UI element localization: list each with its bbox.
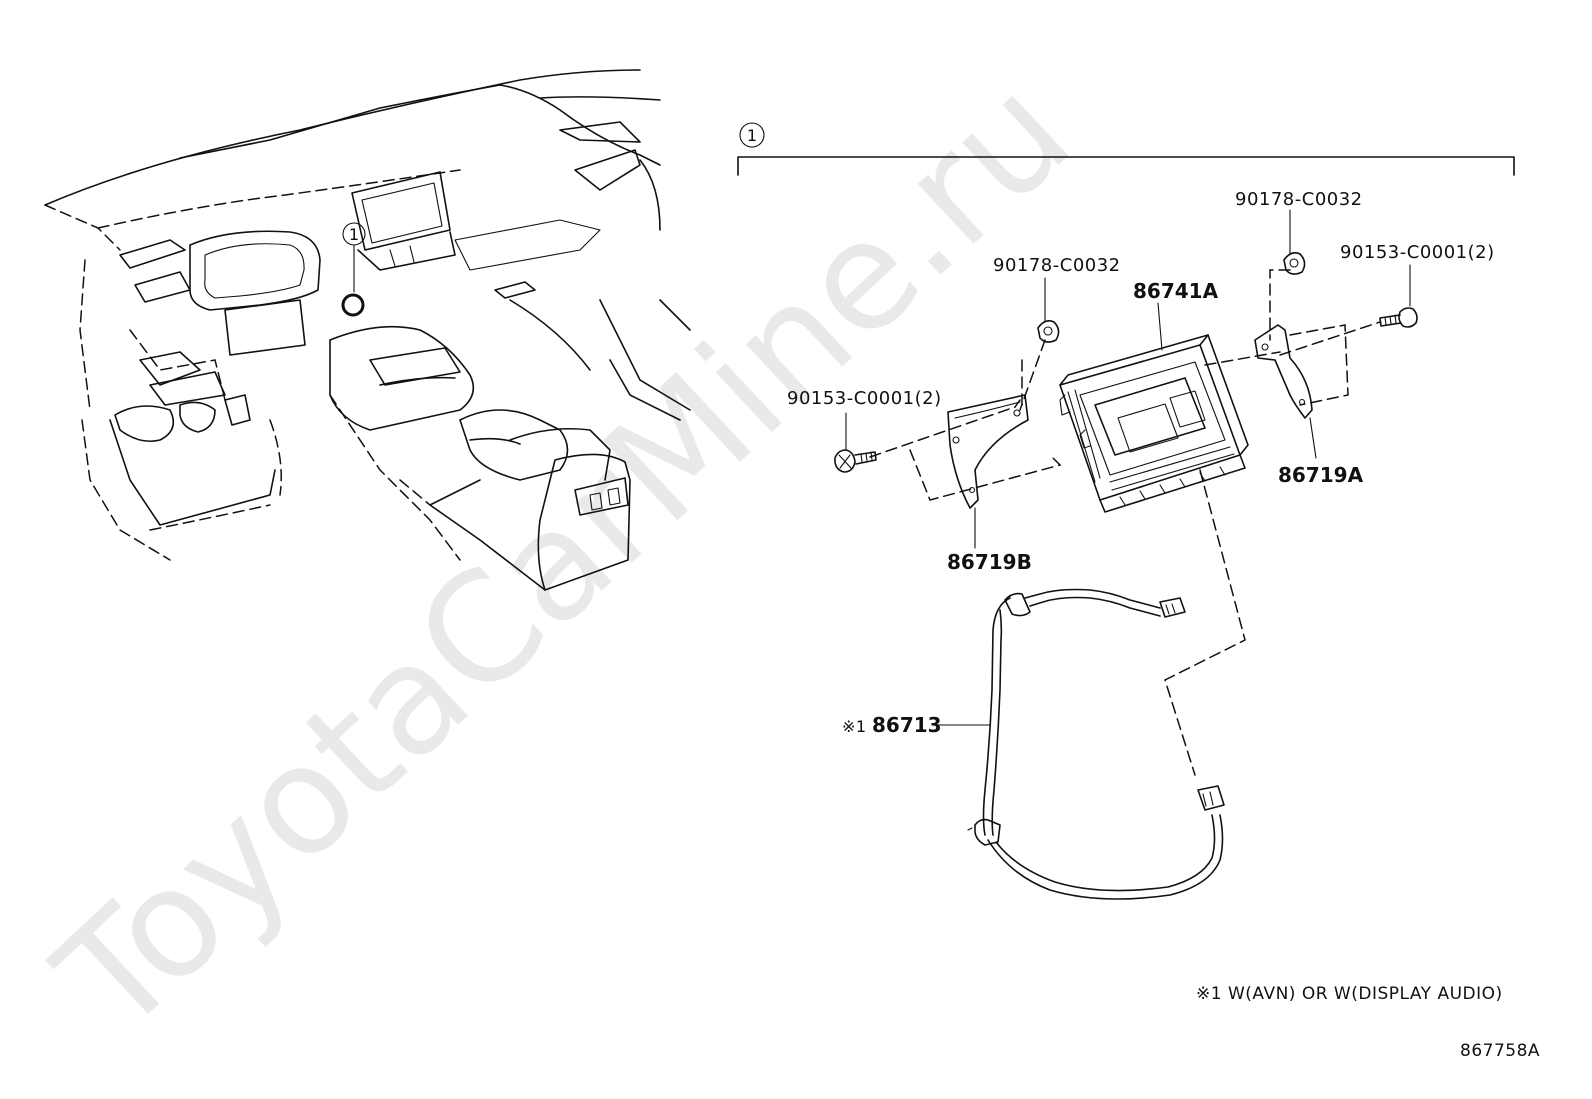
- nut-left-icon: [1037, 320, 1060, 343]
- bracket-right-drawing: [1254, 324, 1313, 419]
- part-label-nut-top-left: 90178-C0032: [993, 255, 1121, 276]
- dashboard-callout-1: 1: [349, 225, 359, 244]
- nut-right-icon: [1283, 252, 1306, 275]
- mounting-guide-lines: [869, 269, 1381, 776]
- leader-lines: [845, 209, 1411, 726]
- dashboard-overview-drawing: 1: [44, 69, 691, 591]
- diagram-id: 867758A: [1460, 1041, 1540, 1061]
- receiver-unit-drawing: [1059, 334, 1249, 513]
- part-label-bolt-left: 90153-C0001(2): [787, 388, 942, 409]
- bolt-left-icon: [834, 449, 877, 473]
- part-label-bracket-left: 86719B: [947, 550, 1032, 574]
- part-label-bracket-right: 86719A: [1278, 463, 1364, 487]
- part-label-bolt-right: 90153-C0001(2): [1340, 242, 1495, 263]
- bolt-right-icon: [1379, 307, 1418, 328]
- footnote: ※1 W(AVN) OR W(DISPLAY AUDIO): [1196, 984, 1503, 1004]
- bracket-left-drawing: [947, 394, 1029, 509]
- wire-harness-drawing: [967, 588, 1225, 900]
- part-label-wire-mark: ※1: [842, 717, 867, 736]
- assembly-callout-1: 1: [747, 126, 757, 145]
- part-label-nut-top-right: 90178-C0032: [1235, 189, 1363, 210]
- assembly-bracket-line: [737, 156, 1515, 176]
- part-label-wire: 86713: [872, 713, 942, 737]
- watermark: ToyotaCarMine.ru: [25, 45, 1103, 1067]
- part-label-receiver: 86741A: [1133, 279, 1219, 303]
